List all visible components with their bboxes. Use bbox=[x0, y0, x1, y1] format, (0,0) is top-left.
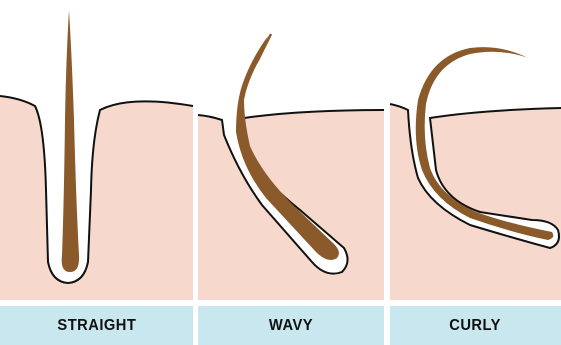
hair-strand-straight bbox=[62, 10, 79, 272]
hair-tip-wavy bbox=[240, 34, 271, 110]
label-bar-straight: STRAIGHT bbox=[0, 306, 193, 345]
label-bar-curly: CURLY bbox=[390, 306, 561, 345]
panel-wavy bbox=[198, 34, 384, 300]
label-curly: CURLY bbox=[450, 317, 502, 335]
label-wavy: WAVY bbox=[269, 317, 313, 335]
panel-curly bbox=[390, 47, 561, 300]
label-bar-wavy: WAVY bbox=[198, 306, 384, 345]
panel-straight bbox=[0, 10, 193, 300]
label-straight: STRAIGHT bbox=[57, 317, 136, 335]
skin-curly bbox=[390, 104, 561, 300]
